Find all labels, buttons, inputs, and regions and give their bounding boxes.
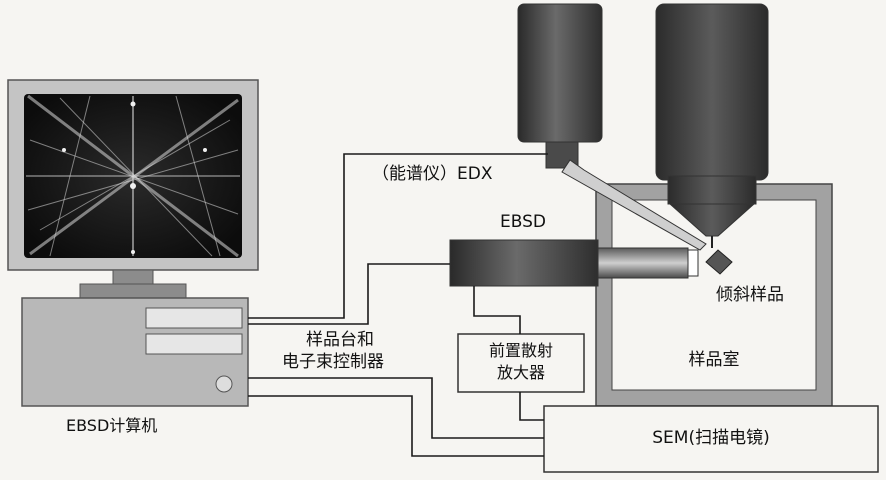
cables: [248, 153, 548, 457]
preamplifier-box: [457, 333, 585, 393]
monitor-neck: [112, 269, 154, 285]
electron-column: [655, 3, 769, 248]
edx-label: （能谱仪）EDX: [372, 164, 493, 184]
sem-label: SEM(扫描电镜): [652, 428, 770, 448]
tilted-sample-icon: [705, 249, 733, 275]
sem-box: [543, 405, 879, 473]
monitor: [7, 79, 259, 299]
drive-bay-1: [145, 307, 243, 329]
edx-detector: [517, 3, 707, 251]
kikuchi-pattern-icon: [26, 94, 240, 258]
preamplifier-label-line2: 放大器: [496, 363, 545, 382]
ebsd-detector: [449, 239, 699, 287]
ebsd-label: EBSD: [500, 212, 546, 232]
computer-label: EBSD计算机: [66, 416, 158, 435]
sample-chamber: [595, 183, 833, 407]
stage-controller-label-line1: 样品台和: [306, 330, 374, 350]
preamplifier-label-line1: 前置散射: [488, 341, 553, 360]
power-button-icon: [215, 375, 233, 393]
computer-case: [21, 297, 249, 407]
stage-controller-label-line2: 电子束控制器: [282, 352, 384, 372]
drive-bay-2: [145, 333, 243, 355]
chamber-label: 样品室: [688, 350, 740, 370]
tilted-sample-label: 倾斜样品: [716, 285, 784, 305]
monitor-stand: [79, 283, 187, 299]
